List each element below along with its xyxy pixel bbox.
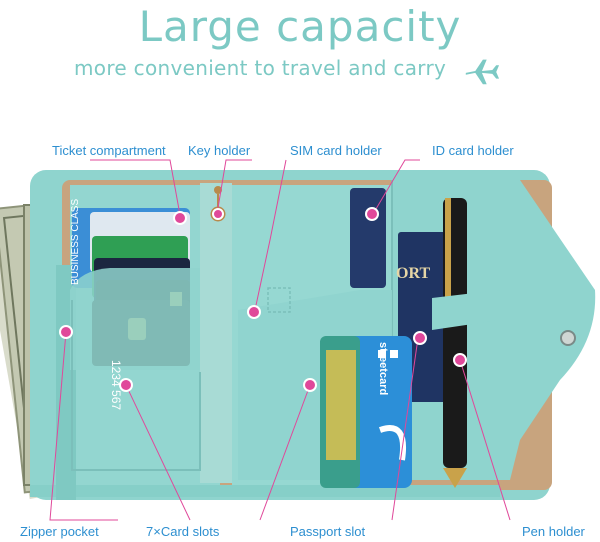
label-zipper-pocket: Zipper pocket xyxy=(20,524,99,539)
headline: Large capacity xyxy=(138,2,462,51)
street-card xyxy=(320,336,412,488)
business-class-text: BUSINESS CLASS xyxy=(70,199,81,285)
label-pen-holder: Pen holder xyxy=(522,524,585,539)
streetcard-text: streetcard xyxy=(377,342,389,395)
label-sim-card-holder: SIM card holder xyxy=(290,143,382,158)
pen xyxy=(432,198,500,488)
leader-lines xyxy=(49,159,511,521)
label-key-holder: Key holder xyxy=(188,143,251,158)
label-ticket-compartment: Ticket compartment xyxy=(52,143,166,158)
label-card-slots: 7×Card slots xyxy=(146,524,220,539)
passport-text: ORT xyxy=(396,265,430,282)
card-number-text: 1234 567 xyxy=(109,360,123,410)
pointer-dots xyxy=(59,207,467,392)
label-passport-slot: Passport slot xyxy=(290,524,366,539)
airplane-icon xyxy=(465,59,500,85)
subline: more convenient to travel and carry xyxy=(74,56,447,80)
label-id-card-holder: ID card holder xyxy=(432,143,514,158)
sim-card xyxy=(350,188,386,288)
card-slots xyxy=(70,208,201,471)
